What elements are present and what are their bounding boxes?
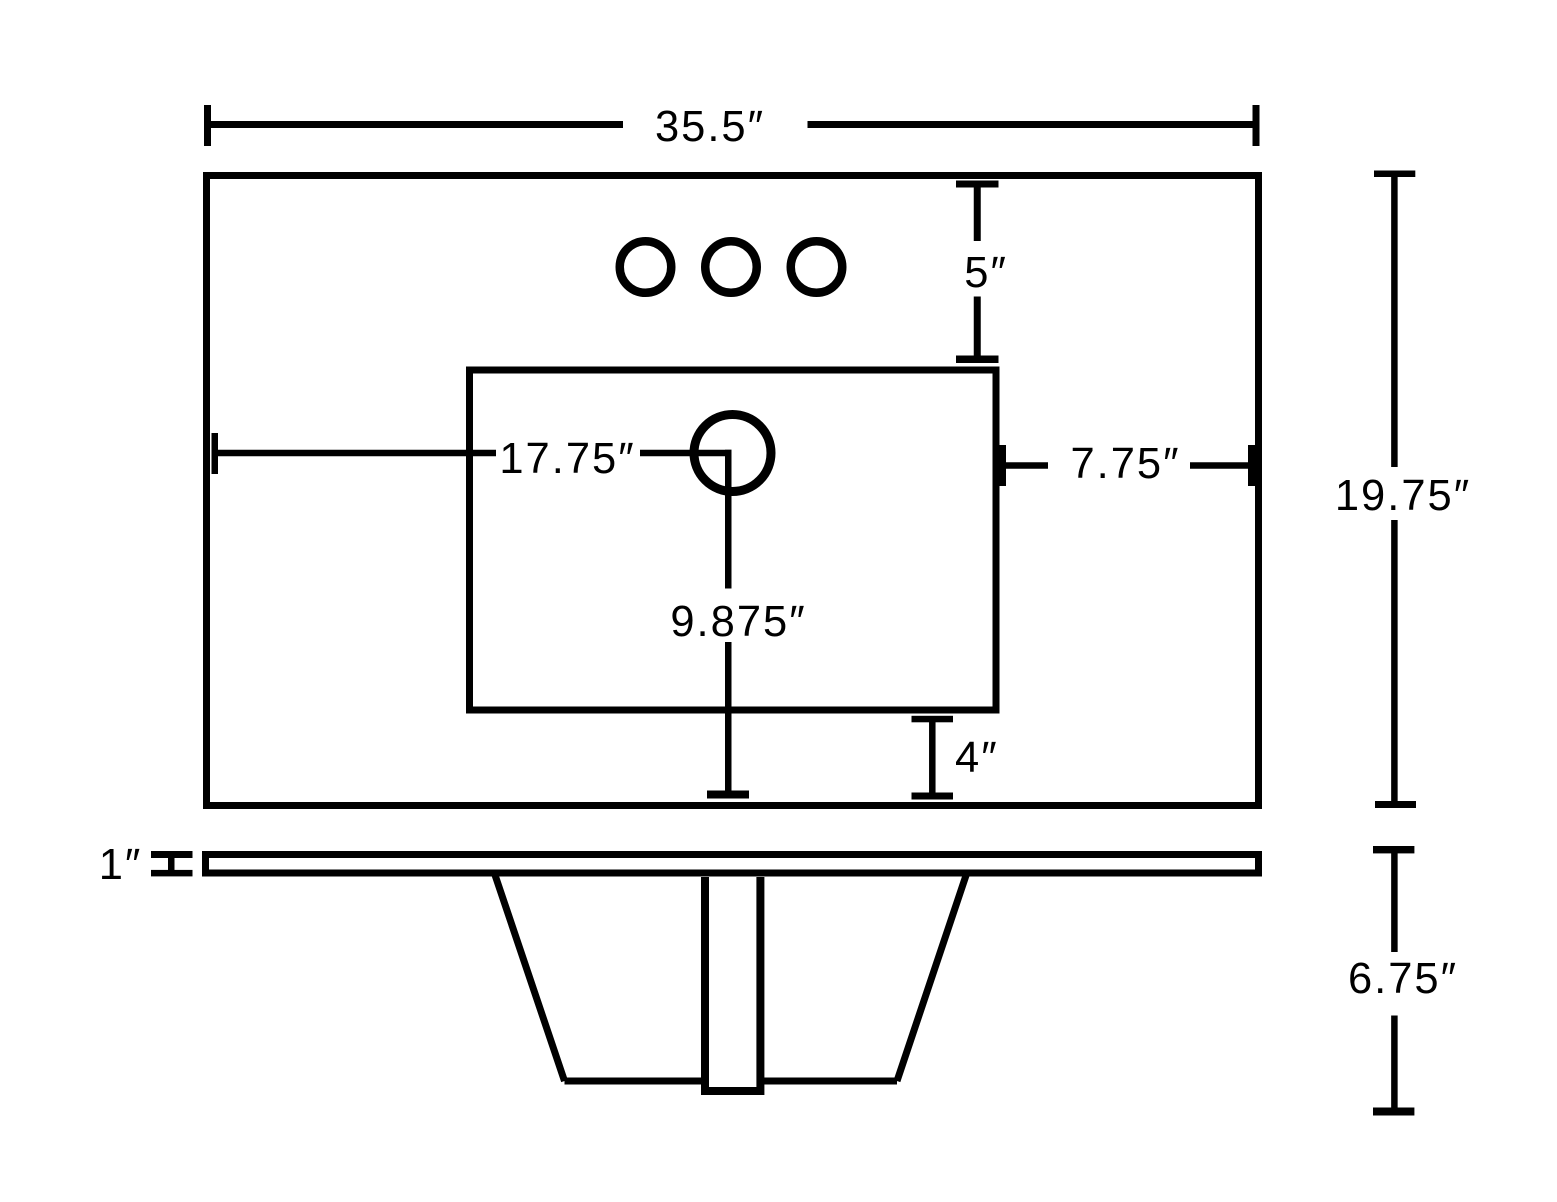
svg-text:7.75″: 7.75″ [1070, 440, 1180, 488]
svg-text:1″: 1″ [99, 841, 143, 889]
svg-text:19.75″: 19.75″ [1335, 472, 1471, 520]
svg-text:35.5″: 35.5″ [655, 103, 765, 151]
svg-text:6.75″: 6.75″ [1348, 955, 1458, 1003]
svg-text:5″: 5″ [964, 249, 1008, 297]
svg-text:4″: 4″ [955, 734, 999, 782]
svg-text:9.875″: 9.875″ [670, 598, 806, 646]
svg-text:17.75″: 17.75″ [499, 435, 635, 483]
